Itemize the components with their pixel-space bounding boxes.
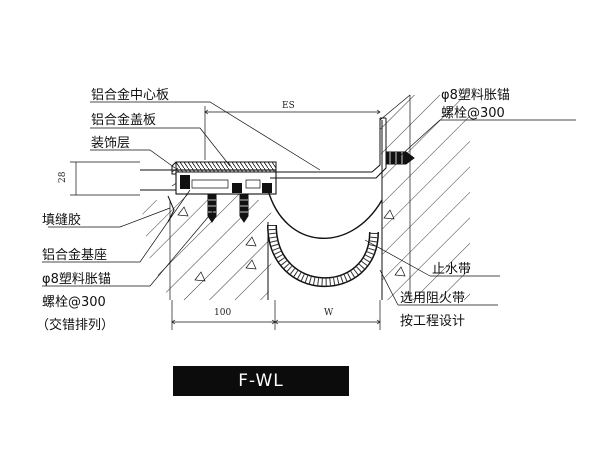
callout-labels: 铝合金中心板 铝合金盖板 装饰层 填缝胶 铝合金基座 φ8塑料胀锚 螺栓@300… bbox=[36, 87, 510, 333]
dimension-height: 28 bbox=[58, 161, 140, 196]
label-anchor-right-1: φ8塑料胀锚 bbox=[441, 88, 510, 103]
dim-height-text: 28 bbox=[58, 171, 68, 183]
dimension-base-and-gap: 100 W bbox=[171, 300, 381, 330]
label-anchor-left-1: φ8塑料胀锚 bbox=[42, 272, 111, 287]
dim-es-text: ES bbox=[282, 101, 295, 111]
aluminium-base-seat bbox=[175, 169, 277, 195]
label-anchor-left-3: （交错排列） bbox=[36, 317, 114, 333]
dimension-es: ES bbox=[204, 101, 381, 160]
model-code-badge: F-WL bbox=[173, 366, 349, 396]
dim-base-text: 100 bbox=[214, 308, 231, 318]
label-anchor-left-2: 螺栓@300 bbox=[42, 295, 106, 310]
concrete-markers bbox=[177, 206, 406, 282]
aluminium-center-plate bbox=[270, 117, 387, 179]
aluminium-cover-plate bbox=[171, 161, 277, 175]
label-waterstop: 止水带 bbox=[432, 262, 471, 277]
label-joint-filler: 填缝胶 bbox=[42, 212, 81, 228]
anchor-bolt-right bbox=[385, 151, 415, 165]
label-anchor-right-2: 螺栓@300 bbox=[441, 106, 505, 121]
center-plate-v bbox=[267, 189, 383, 239]
label-fire-barrier-1: 选用阻火带 bbox=[400, 291, 465, 306]
leader-lines bbox=[42, 101, 576, 306]
joint-filler bbox=[167, 195, 175, 223]
waterstop bbox=[267, 224, 379, 288]
dim-gap-text: W bbox=[324, 308, 334, 318]
label-center-plate: 铝合金中心板 bbox=[91, 87, 169, 103]
label-finish-layer: 装饰层 bbox=[91, 136, 130, 151]
label-base-seat: 铝合金基座 bbox=[42, 247, 107, 263]
label-cover-plate: 铝合金盖板 bbox=[91, 112, 156, 128]
label-fire-barrier-2: 按工程设计 bbox=[400, 314, 465, 329]
right-wall bbox=[379, 94, 470, 300]
